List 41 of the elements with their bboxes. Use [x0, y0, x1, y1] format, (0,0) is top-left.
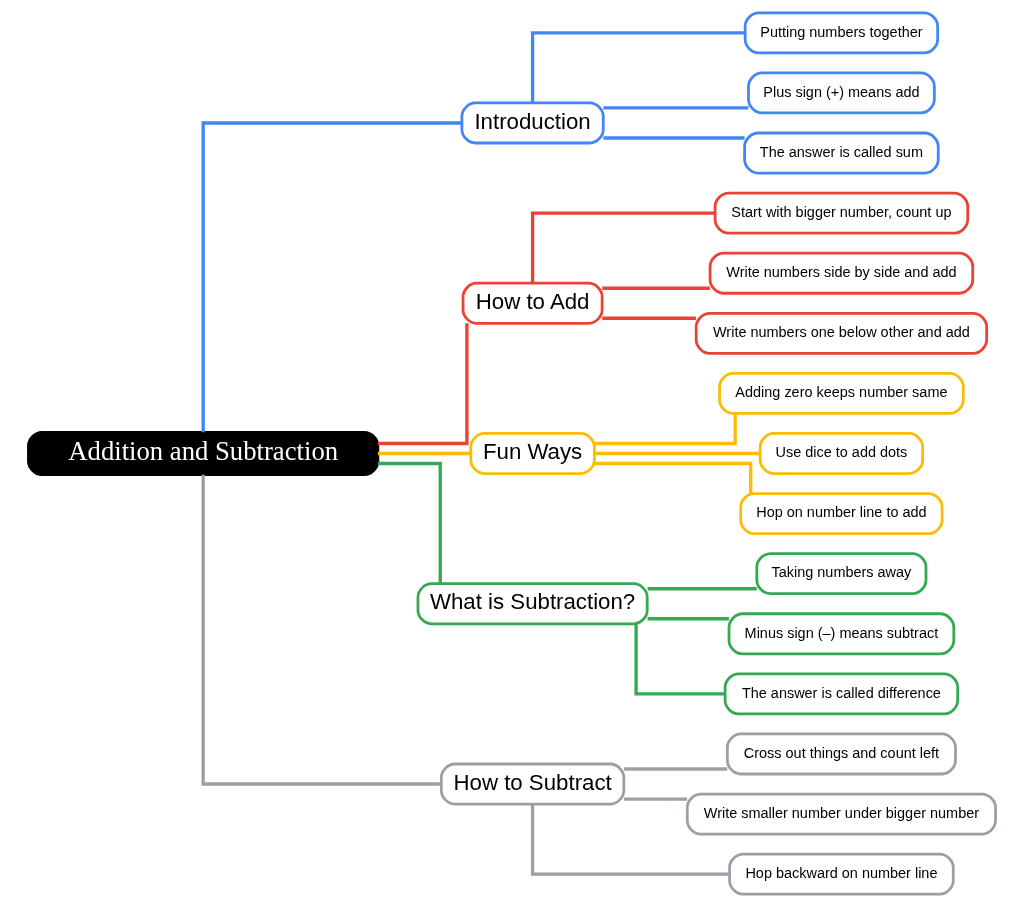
node-box: Use dice to add dots — [758, 432, 925, 475]
node-box: Introduction — [460, 101, 605, 145]
node-box: How to Subtract — [439, 762, 626, 806]
connector — [530, 804, 730, 876]
connector — [378, 323, 469, 446]
node-box: What is Subtraction? — [416, 582, 649, 626]
connector — [594, 451, 761, 456]
node-box: Write numbers one below other and add — [694, 311, 989, 355]
node-box: Addition and Subtraction — [27, 430, 380, 477]
node-box: Start with bigger number, count up — [713, 191, 970, 235]
node-box: Hop on number line to add — [739, 492, 944, 535]
node-box: Fun Ways — [469, 432, 596, 475]
node-box: Write smaller number under bigger number — [685, 792, 997, 836]
node-box: Taking numbers away — [755, 552, 928, 596]
node-box: How to Add — [461, 281, 604, 325]
connector — [378, 451, 471, 456]
connector — [594, 413, 737, 446]
connector — [603, 136, 745, 140]
node-box: Adding zero keeps number same — [718, 372, 965, 415]
connector — [201, 121, 462, 433]
connector — [201, 474, 442, 786]
connector — [602, 316, 696, 320]
connector — [624, 767, 728, 771]
node-box: The answer is called sum — [743, 131, 940, 175]
node-box: Write numbers side by side and add — [708, 251, 975, 295]
connector — [602, 286, 710, 290]
node-box: The answer is called difference — [723, 672, 960, 716]
connector — [530, 31, 745, 103]
connector — [530, 211, 715, 283]
node-box: Hop backward on number line — [728, 852, 955, 896]
connector — [603, 106, 749, 110]
connector — [634, 624, 725, 696]
connector — [624, 797, 688, 801]
connector — [647, 587, 757, 591]
node-box: Plus sign (+) means add — [747, 71, 936, 115]
node-box: Minus sign (–) means subtract — [727, 612, 956, 656]
connector — [377, 461, 442, 584]
connector — [647, 617, 729, 621]
node-box: Putting numbers together — [743, 11, 940, 55]
connector — [594, 461, 753, 494]
node-box: Cross out things and count left — [725, 732, 957, 776]
